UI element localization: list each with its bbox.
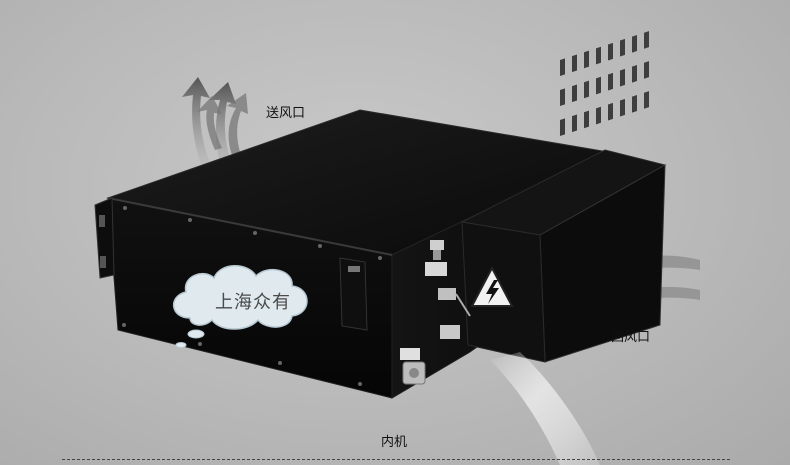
pipe-connectors bbox=[400, 240, 471, 385]
front-screws bbox=[122, 206, 382, 386]
dashed-divider bbox=[62, 459, 730, 460]
supply-air-label: 送风口 bbox=[266, 106, 306, 121]
cloud-icon bbox=[173, 265, 308, 348]
return-air-vent-grille bbox=[560, 31, 649, 137]
return-air-label: 回风口 bbox=[611, 330, 651, 345]
high-voltage-warning-icon bbox=[470, 265, 514, 307]
watermark-text: 上海众有 bbox=[215, 292, 291, 313]
return-airflow-arrows-icon bbox=[565, 255, 700, 322]
left-mounting-bracket bbox=[94, 197, 115, 279]
airflow-swoosh bbox=[490, 352, 600, 465]
indoor-unit-caption: 内机 bbox=[381, 435, 408, 450]
right-mounting-bracket bbox=[339, 257, 368, 331]
supply-airflow-arrows-icon bbox=[182, 77, 248, 178]
